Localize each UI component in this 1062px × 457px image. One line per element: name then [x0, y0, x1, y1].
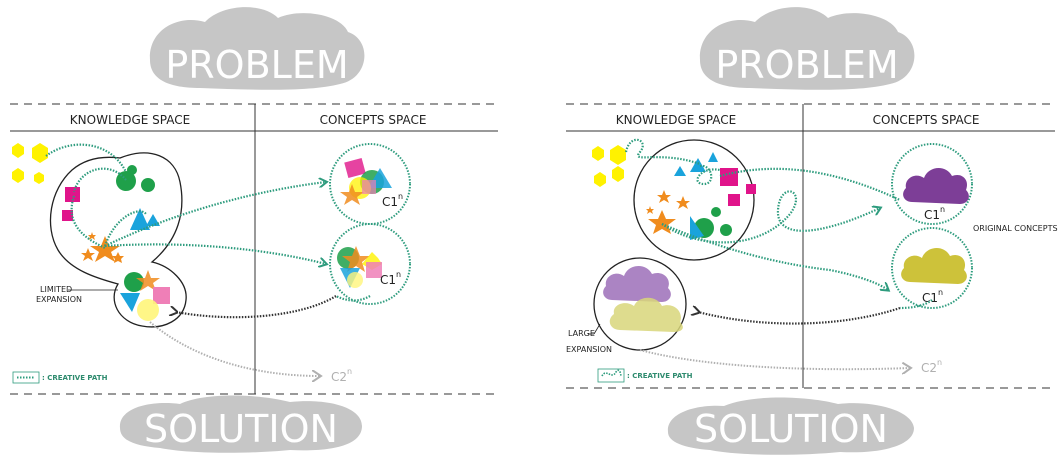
- concept-shapes-bottom: [337, 246, 382, 288]
- solution-label: SOLUTION: [694, 407, 888, 451]
- problem-cloud: [699, 7, 915, 90]
- c1-label-top: C1: [924, 208, 940, 222]
- concept-circle-c1-top: [891, 143, 973, 225]
- knowledge-circle: [633, 139, 755, 261]
- c2-sup: n: [937, 358, 942, 367]
- return-path-tail: [899, 299, 933, 310]
- right-panel: PROBLEM KNOWLEDGE SPACE CONCEPTS SPACE: [566, 7, 1058, 455]
- concept-cloud-olive: [901, 247, 967, 284]
- return-path: [176, 295, 337, 319]
- problem-cloud: [149, 7, 365, 90]
- legend-path-sample: [601, 369, 622, 377]
- expansion-label-2: EXPANSION: [566, 345, 612, 354]
- c1-sup-top: n: [398, 192, 403, 201]
- concepts-space-header: CONCEPTS SPACE: [320, 113, 427, 127]
- yellow-hexagons: [12, 143, 48, 184]
- legend-label: : CREATIVE PATH: [42, 374, 108, 382]
- left-panel: PROBLEM KNOWLEDGE SPACE CONCEPTS SPACE: [10, 7, 498, 453]
- problem-label: PROBLEM: [165, 43, 348, 87]
- legend-swatch: [12, 371, 40, 384]
- expansion-clouds: [603, 265, 683, 332]
- c2-path: [149, 321, 320, 376]
- original-concepts-label: ORIGINAL CONCEPTS: [973, 224, 1058, 233]
- legend-label: : CREATIVE PATH: [627, 372, 693, 380]
- expansion-leader-2: [593, 323, 601, 335]
- knowledge-space-header: KNOWLEDGE SPACE: [616, 113, 736, 127]
- c2-sup: n: [347, 367, 352, 376]
- concept-circle-c1-bottom: [891, 227, 973, 309]
- concept-shapes-top: [340, 157, 392, 205]
- c1-label-bottom: C1: [380, 273, 396, 287]
- return-path-tail: [335, 295, 371, 302]
- creative-paths: [624, 138, 901, 290]
- c1-label-top: C1: [382, 195, 398, 209]
- solution-label: SOLUTION: [144, 407, 338, 451]
- problem-label: PROBLEM: [715, 43, 898, 87]
- concept-cloud-purple: [903, 167, 969, 204]
- knowledge-blob: [49, 152, 187, 328]
- concept-circle-c1-bottom: [329, 223, 411, 305]
- c1-sup-bottom: n: [396, 270, 401, 279]
- c1-sup-bottom: n: [938, 288, 943, 297]
- knowledge-shapes: [646, 152, 756, 240]
- expansion-label: LARGE: [568, 329, 595, 338]
- solution-cloud: [667, 397, 914, 455]
- knowledge-space-header: KNOWLEDGE SPACE: [70, 113, 190, 127]
- expansion-label: LIMITED: [40, 285, 72, 294]
- concepts-space-header: CONCEPTS SPACE: [873, 113, 980, 127]
- concept-circle-c1-top: [329, 143, 411, 225]
- return-path: [698, 308, 901, 325]
- c2-label: C2: [921, 361, 937, 375]
- yellow-hexagons: [592, 145, 626, 187]
- c1-sup-top: n: [940, 205, 945, 214]
- legend-swatch: [597, 368, 625, 383]
- solution-cloud: [119, 395, 362, 453]
- c1-label-bottom: C1: [922, 291, 938, 305]
- creative-paths: [45, 143, 326, 264]
- expansion-label-2: EXPANSION: [36, 295, 82, 304]
- c2-label: C2: [331, 370, 347, 384]
- knowledge-shapes: [62, 165, 170, 321]
- c2-path: [639, 349, 910, 369]
